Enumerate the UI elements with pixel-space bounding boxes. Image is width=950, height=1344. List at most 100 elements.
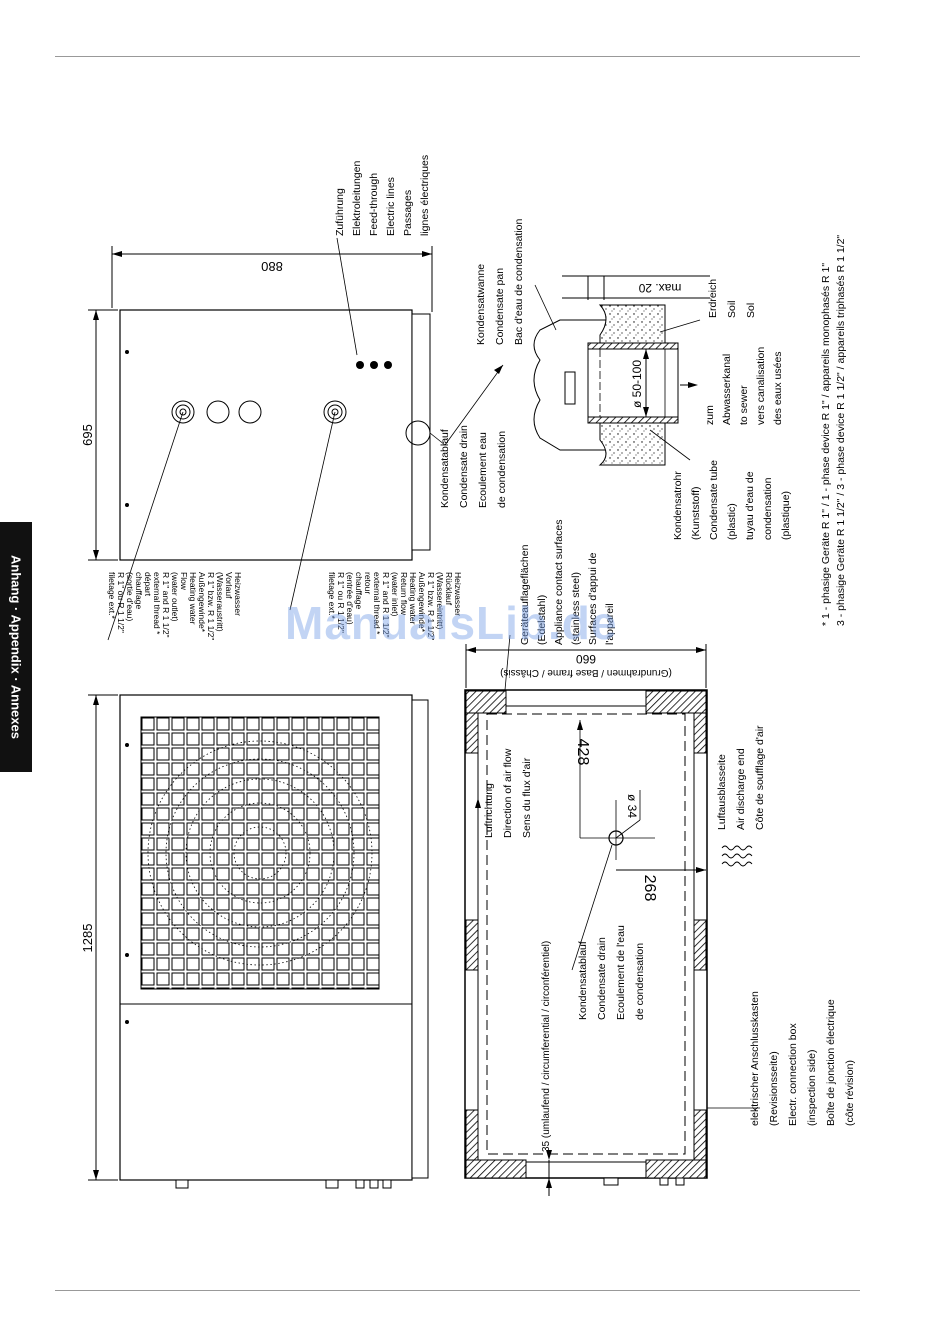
label-line: (Revisionsseite) [768,1051,780,1126]
label-line: Außengewinde* [417,572,427,633]
label-line: Passages [402,190,414,236]
label-luftrichtung: Luftrichtung Direction of air flow Sens du… [483,748,533,838]
label-line: Air discharge end [735,748,747,830]
label-line: de condensation [496,431,508,508]
label-line: tuyau d'eau de [744,471,756,540]
label-line: Bac d'eau de condensation [513,218,525,345]
label-line: external thread * [152,572,162,635]
label-line: Ecoulement eau [477,432,489,508]
label-line: Condensate tube [708,460,720,540]
label-line: (Kunststoff) [690,487,702,541]
label-anschluss: elektrischer Anschlusskasten (Revisionsse… [749,991,856,1126]
label-line: zum [704,405,716,425]
label-line: lignes électriques [419,155,431,236]
label-line: Kondensatablauf [577,941,589,1020]
label-line: Heizwasser [233,572,243,616]
dim-695: 695 [80,424,95,446]
label-line: chauffage [354,572,364,609]
dim-35: 35 (umlaufend / circumferential / circon… [541,941,552,1152]
label-line: Return flow [399,572,409,616]
dim-428: 428 [574,739,591,766]
dim-268: 268 [641,875,658,902]
label-line: R 1" bzw. R 1 1/2" [206,572,216,640]
label-line: (plastic) [726,503,738,540]
label-line: Luftrichtung [483,783,495,838]
label-line: Sol [745,303,757,318]
label-line: des eaux usées [772,351,784,425]
label-kondensatablauf-right: Kondensatablauf Condensate drain Ecoulemen… [439,425,508,508]
label-line: external thread * [372,572,382,635]
label-line: Condensate drain [458,425,470,508]
label-line: Außengewinde* [197,572,207,633]
label-line: Abwasserkanal [721,354,733,425]
label-line: Côte de soufflage d'air [754,725,766,830]
label-kondensatwanne: Kondensatwanne Condensate pan Bac d'eau de… [475,218,525,345]
label-line: Sens du flux d'air [521,757,533,838]
dim-50-100: ø 50-100 [630,360,644,408]
label-abwasser: zum Abwasserkanal to sewer vers canalisatio… [704,347,784,425]
label-line: to sewer [738,385,750,425]
bottom-rule [55,1290,860,1291]
label-line: (Edelstahl) [536,595,548,645]
dim-660: 660 [576,652,596,666]
label-line: l'appareil [604,603,616,645]
label-line: (water outlet) [170,572,180,622]
watermark: ManualsLib.de [285,597,618,649]
dim-34: ø 34 [625,794,639,818]
label-line: Feed-through [368,173,380,236]
label-line: filetage ext.* [327,572,337,619]
dim-1285: 1285 [80,924,95,953]
label-line: filetage ext.* [107,572,117,619]
label-line: retour [363,572,373,594]
label-line: (inspection side) [806,1050,818,1126]
label-line: condensation [762,477,774,540]
label-line: elektrischer Anschlusskasten [749,991,761,1126]
label-line: Kondensatrohr [672,471,684,540]
label-line: Direction of air flow [502,748,514,838]
label-line: (water inlet) [390,572,400,617]
label-line: Electric lines [385,177,397,236]
label-line: (stainless steel) [570,572,582,645]
label-line: 3 - phasige Geräte R 1 1/2" / 3 - phase … [835,235,847,626]
label-line: (côte révision) [844,1060,856,1126]
label-line: Elektroleitungen [351,161,363,236]
label-line: R 1" and R 1 1/2" [381,572,391,638]
label-line: Ecoulement de l'eau [615,925,627,1020]
dim-max20: max. 20 [638,281,681,295]
label-kondensatrohr: Kondensatrohr (Kunststoff) Condensate tube… [672,460,792,540]
label-line: (Wasseraustritt) [215,572,225,632]
label-line: vers canalisation [755,347,767,425]
label-line: Kondensatablauf [439,429,451,508]
top-rule [55,56,860,57]
label-line: R 1" bzw. R 1 1/2" [426,572,436,640]
label-line: chauffage [134,572,144,609]
label-line: Condensate pan [494,268,506,345]
front-view: 1285 [80,694,429,1189]
base-frame-label: (Grundrahmen / Base frame / Châssis) [500,667,672,678]
label-line: (sortie d'eau) [125,572,135,622]
label-line: R 1" ou R 1 1/2" [336,572,346,633]
label-line: départ [143,572,153,597]
label-line: Soil [726,300,738,318]
base-frame-view: 660 (Grundrahmen / Base frame / Châssis)… [464,634,760,1196]
label-line: (plastique) [780,491,792,540]
label-line: (entrée d'eau) [345,572,355,625]
condensate-detail: ø 50-100 max. 20 [533,275,710,466]
label-line: Erdreich [707,279,719,318]
label-line: Geräteauflageflächen [519,544,531,645]
label-line: Zuführung [334,188,346,236]
label-zufuhrung: Zuführung Elektroleitungen Feed-through Ele… [334,155,431,236]
label-line: Kondensatwanne [475,264,487,345]
label-line: de condensation [634,943,646,1020]
label-line: Condensate drain [596,937,608,1020]
label-line: Electr. connection box [787,1023,799,1126]
label-line: Boîte de jonction électrique [825,999,837,1126]
label-line: Surfaces d'appui de [587,552,599,645]
label-line: Heating water [408,572,418,625]
